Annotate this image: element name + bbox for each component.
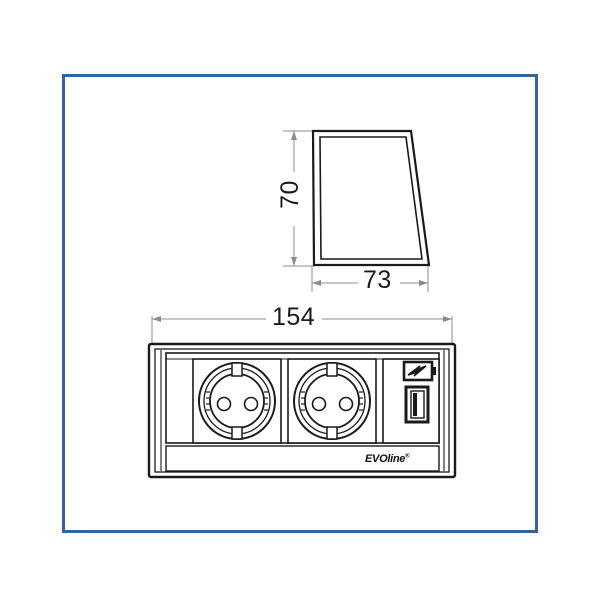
drawing-border-frame bbox=[62, 74, 538, 533]
socket-left-pin-hole-1 bbox=[216, 396, 232, 412]
schuko-socket-left[interactable] bbox=[192, 358, 282, 444]
dimension-label-width: 154 bbox=[272, 303, 316, 331]
evoline-brand-logo: EVOline® bbox=[365, 453, 410, 465]
socket-left-grip-ticks bbox=[206, 391, 268, 411]
usb-port-tongue bbox=[413, 393, 417, 416]
lightning-bolt bbox=[407, 365, 427, 377]
socket-right-earth-clip-top bbox=[326, 362, 338, 377]
front-view-dimensions bbox=[151, 316, 453, 344]
socket-left-earth-clip-bottom bbox=[231, 426, 243, 440]
housing-lower-band bbox=[165, 445, 440, 472]
arrow-73-left bbox=[312, 280, 321, 286]
arrow-154-left bbox=[152, 316, 161, 322]
battery-terminal bbox=[432, 367, 436, 375]
arrow-70-bottom bbox=[291, 257, 297, 266]
registered-trademark-icon: ® bbox=[405, 453, 410, 460]
side-view-dim-arrows bbox=[291, 131, 428, 286]
evoline-brand-text: EVOline bbox=[365, 453, 406, 465]
side-profile-inner-wall bbox=[319, 136, 423, 260]
battery-charging-icon bbox=[402, 360, 436, 382]
usb-charger-module[interactable] bbox=[382, 358, 440, 444]
front-view-dim-arrows bbox=[152, 316, 452, 322]
side-profile-outline bbox=[311, 129, 431, 267]
dimension-label-height: 70 bbox=[275, 180, 304, 209]
schuko-socket-right[interactable] bbox=[287, 358, 377, 444]
socket-left-earth-clip-top bbox=[231, 362, 243, 377]
socket-right-earth-clip-bottom bbox=[326, 426, 338, 440]
dimension-label-depth: 73 bbox=[363, 266, 392, 294]
arrow-70-top bbox=[291, 131, 297, 140]
socket-right-pin-hole-2 bbox=[338, 396, 354, 412]
arrow-154-right bbox=[443, 316, 452, 322]
socket-right-pin-hole-1 bbox=[311, 396, 327, 412]
housing-inner-flange bbox=[154, 348, 450, 473]
usb-type-a-port[interactable] bbox=[404, 385, 430, 424]
socket-right-grip-ticks bbox=[301, 391, 363, 411]
arrow-73-right bbox=[419, 280, 428, 286]
side-view-profile bbox=[311, 129, 431, 267]
socket-left-pin-hole-2 bbox=[243, 396, 259, 412]
usb-port-cavity bbox=[410, 390, 425, 419]
